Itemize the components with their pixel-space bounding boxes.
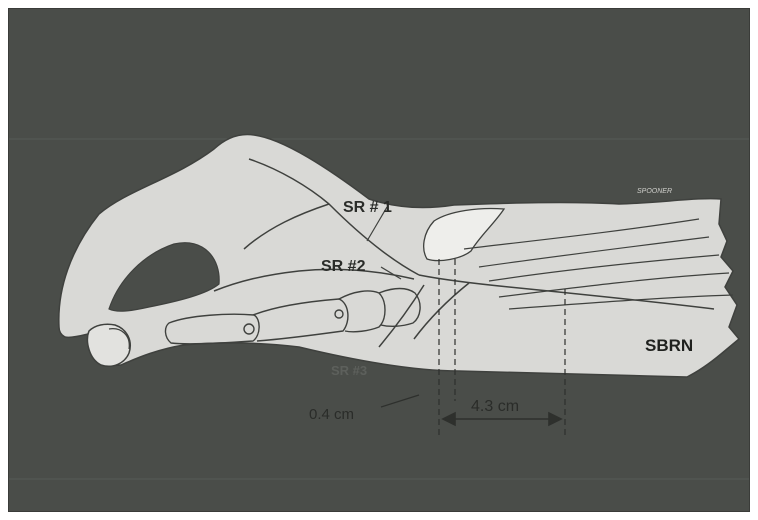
thumb-tip	[88, 324, 131, 366]
label-distance-small: 0.4 cm	[309, 406, 354, 423]
label-sr1: SR # 1	[343, 199, 392, 216]
label-sr2: SR #2	[321, 258, 366, 275]
label-sr3: SR #3	[331, 363, 367, 378]
label-sbrn: SBRN	[645, 336, 693, 355]
anatomical-illustration: SR # 1 SR #2 SR #3 SBRN 0.4 cm 4.3 cm SP…	[8, 8, 750, 512]
label-distance-large: 4.3 cm	[471, 398, 519, 415]
artist-signature: SPOONER	[637, 188, 672, 195]
wrist-nerve-diagram: SR # 1 SR #2 SR #3 SBRN 0.4 cm 4.3 cm SP…	[9, 9, 750, 512]
